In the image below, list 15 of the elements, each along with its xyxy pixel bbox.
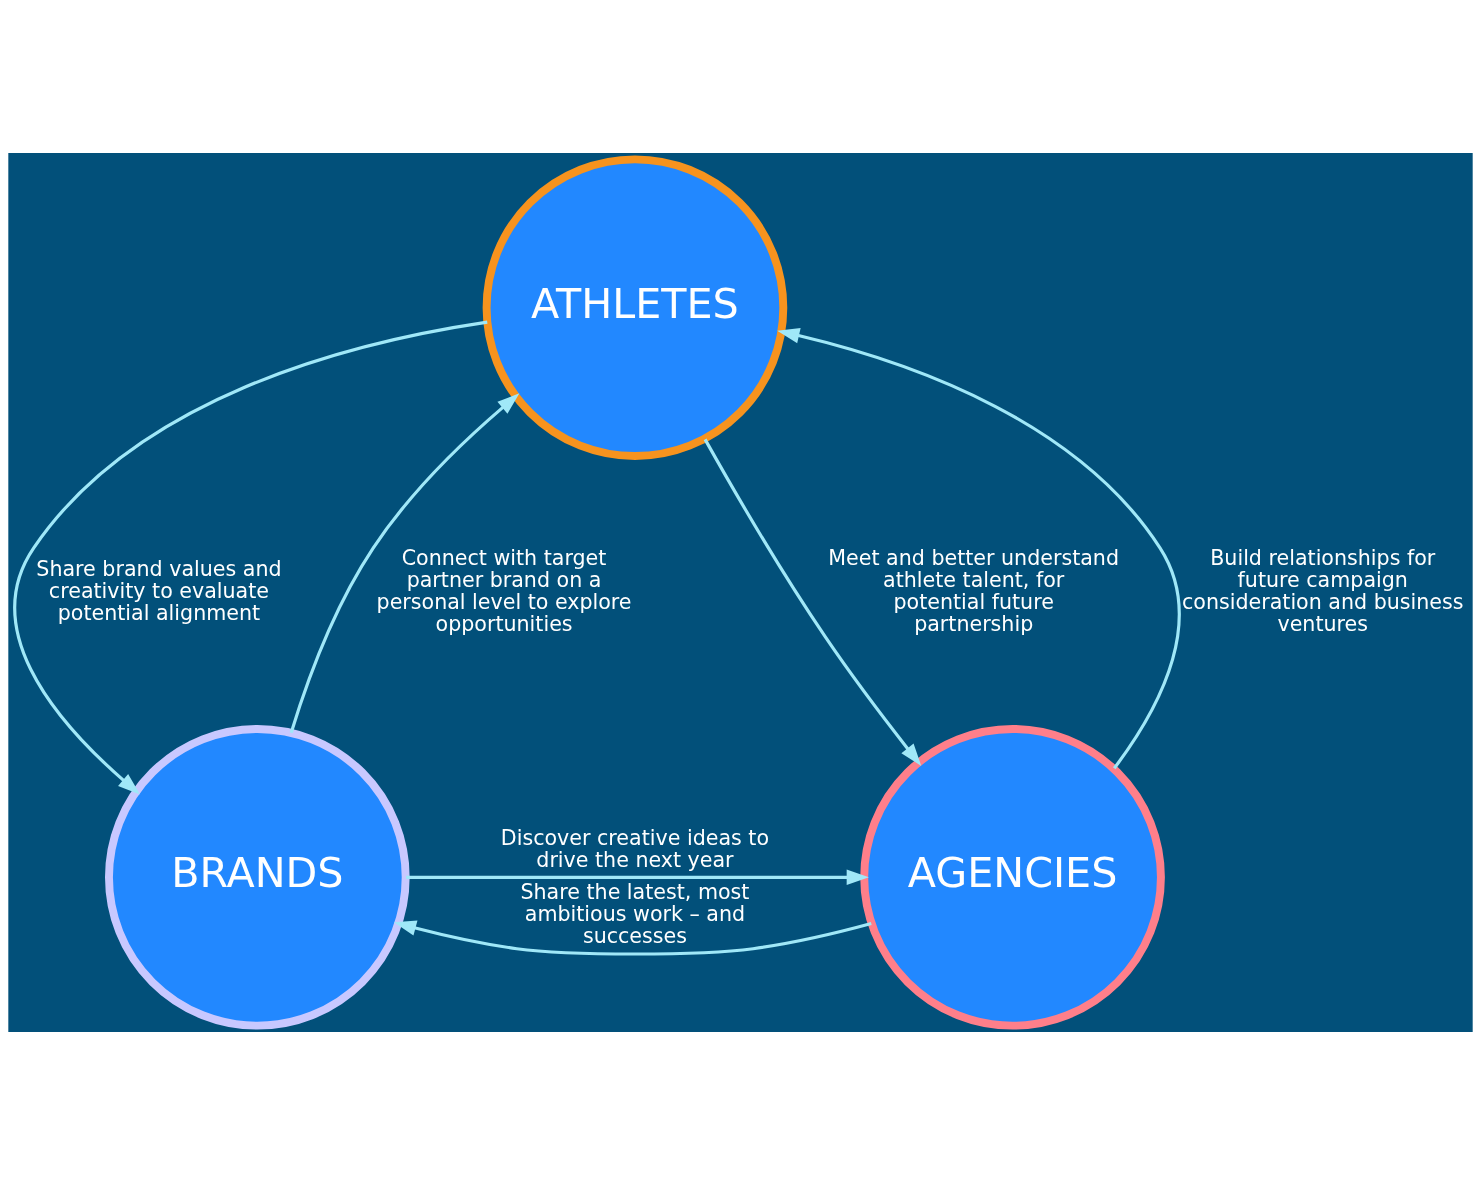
node-circle: AGENCIES — [860, 724, 1165, 1030]
arrow — [289, 392, 520, 733]
arrow — [13, 320, 488, 794]
edge-label: Connect with target partner brand on a personal level to explore opportunities — [376, 545, 632, 636]
edge-label: Share brand values and creativity to evaluate potential alignment — [36, 556, 282, 625]
edge-label: Build relationships for future campaign consideration and business ventures — [1181, 545, 1464, 636]
node-circle: BRANDS — [105, 724, 410, 1030]
arrow — [406, 869, 869, 885]
edge-label: Discover creative ideas to drive the next year — [500, 825, 770, 872]
arrow — [393, 920, 872, 956]
arrow — [777, 327, 1181, 769]
arrow — [703, 438, 922, 766]
edge-label: Share the latest, most ambitious work – and successes — [520, 879, 750, 948]
edge-label: Meet and better understand athlete talent, for potential future partnership — [828, 545, 1120, 636]
node-circle: ATHLETES — [482, 154, 788, 460]
